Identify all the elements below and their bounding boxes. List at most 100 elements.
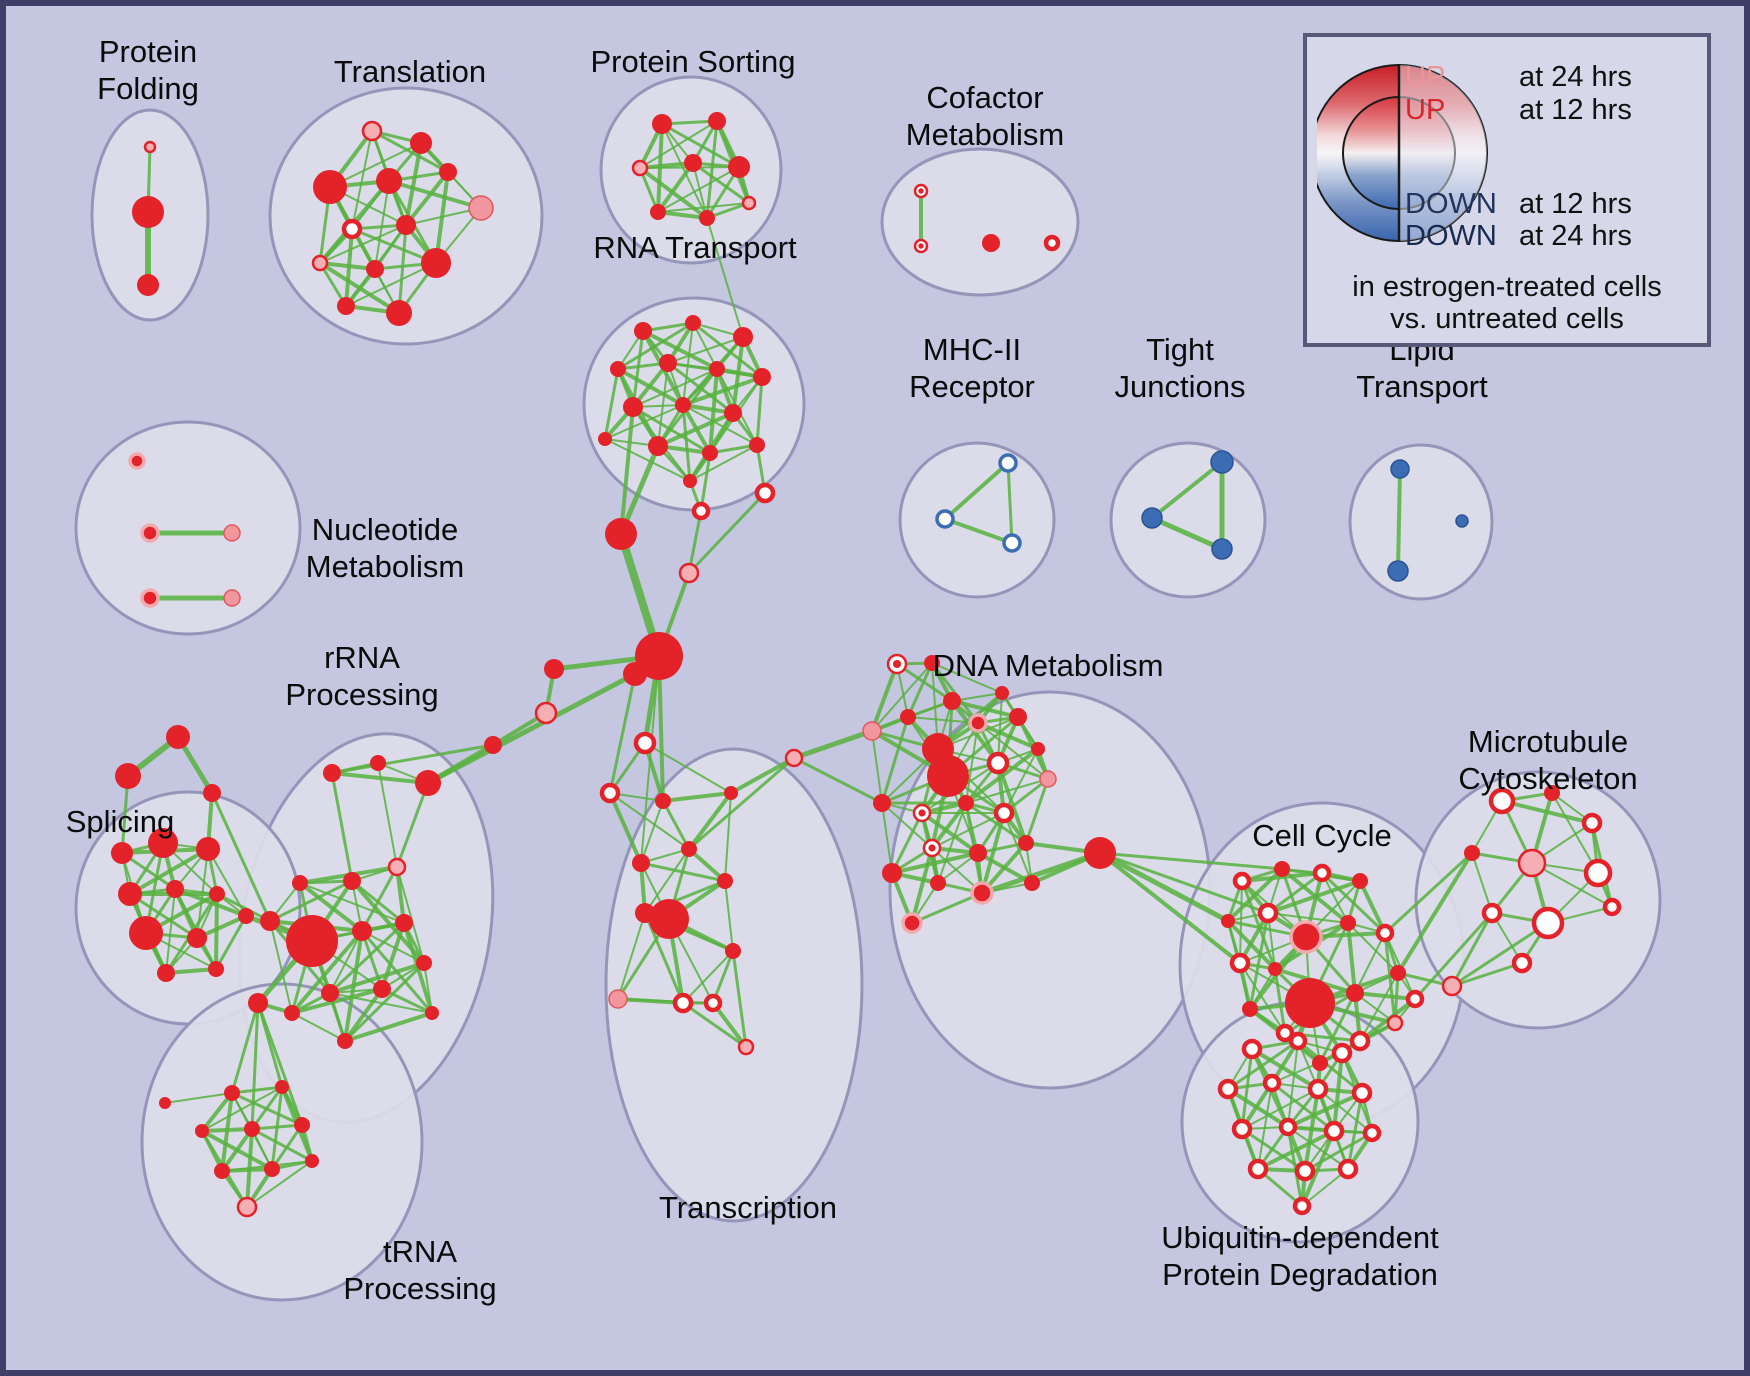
node-tn2 [224,1085,240,1101]
edge-s5-s6 [657,166,740,213]
node-core-dm15 [918,809,926,817]
node-t5 [439,163,457,181]
node-dm13 [1039,770,1057,788]
node-sp6 [209,886,225,902]
edge-rt2-rt4 [616,321,695,371]
node-rr16 [337,1033,353,1049]
edge-tn5-tn6 [250,1123,304,1131]
node-cc13 [1285,978,1335,1028]
node-pf2 [132,196,164,228]
node-s4 [684,154,702,172]
edge-tc3-tc6 [661,799,691,851]
node-ub11 [1362,1123,1382,1143]
node-cc8 [1340,915,1356,931]
node-tn1 [248,993,268,1013]
edge-tc3-tc5 [640,800,664,864]
edge-ub2-ub9 [1287,1040,1299,1128]
cluster-label-rrna-processing: Processing [285,677,438,712]
edge-ub10-ub15 [1300,1129,1336,1208]
node-tc9 [649,899,689,939]
node-dm16 [958,795,974,811]
edge-s1-s7 [661,123,708,219]
node-s7 [699,210,715,226]
cluster-label-mhc-ii-receptor: Receptor [909,369,1035,404]
node-tj1 [1210,450,1234,474]
node-s1 [652,114,672,134]
edge-dm26-cc5 [1097,850,1231,924]
node-tc1 [633,731,657,755]
node-ub13 [1294,1160,1316,1182]
node-cc15 [1242,1001,1258,1017]
edge-cc8-cc14 [1346,921,1357,995]
edge-cc9-mc4 [1383,851,1474,935]
node-dm8 [1009,708,1027,726]
node-mc10 [1511,952,1533,974]
node-mcx [1441,975,1463,997]
edge-rt9-rt15 [681,403,692,483]
edge-cc20-mc7 [1413,911,1494,1001]
node-ub2 [1288,1031,1308,1051]
edge-tc4-tc6 [687,791,733,851]
node-rr3 [415,770,441,796]
node-tc12 [608,989,628,1009]
cluster-label-cofactor-metabolism: Cofactor [926,80,1043,115]
edge-lt1-lt2 [1396,467,1402,573]
edge-rt7-rt9 [681,375,764,407]
node-cc10 [1229,952,1251,974]
node-tn10 [236,1196,258,1218]
edge-rr13-rr16 [291,1012,346,1042]
edge-ub2-ub7 [1296,1039,1364,1095]
edge-dm17-dm24 [1003,812,1033,884]
edge-cn1-cn4 [687,509,703,575]
legend: UP at 24 hrs UP at 12 hrs DOWN at 12 hrs… [1303,33,1711,347]
edge-ub10-ub12 [1256,1129,1336,1171]
node-sp9 [157,964,175,982]
cluster-label-microtubule-cytoskeleton: Microtubule [1468,724,1628,759]
edge-sp4-sp8 [128,892,199,940]
edge-rr12-rr15 [380,987,434,1015]
edge-rr4-rr9 [298,881,364,933]
edge-s4-s6 [656,161,695,214]
edge-sp10-sp11 [214,914,248,971]
node-dm20 [1018,835,1034,851]
edge-rt2-rt9 [682,322,694,406]
edge-tn1-tn5 [250,1001,260,1131]
edge-t11-t12 [345,262,437,307]
edge-mh1-mh2 [943,461,1010,521]
node-cn6 [623,662,647,686]
node-cc14 [1346,984,1364,1002]
edge-tn2-tn3 [230,1085,284,1095]
edge-dm1-dm3 [870,662,899,733]
legend-down-12-time: at 12 hrs [1519,188,1632,220]
node-dm19 [969,844,987,862]
edge-dm14-dm21 [881,802,893,874]
legend-glyph [1317,64,1488,242]
node-lt2 [1387,560,1409,582]
edge-s1-s5 [660,122,741,169]
edge-rr11-rr14 [328,961,426,995]
edge-rr6-rr14 [396,866,425,964]
edge-ub9-ub14 [1287,1126,1349,1170]
edge-s6-s8 [657,202,750,213]
node-core-cm2 [918,243,924,249]
node-tn6 [294,1117,310,1133]
node-cn2 [754,482,776,504]
cluster-trna-processing [140,982,424,1302]
node-s6 [650,204,666,220]
edge-s4-s7 [692,162,708,219]
node-t11 [421,248,451,278]
edge-rr5-rr7 [268,879,354,923]
node-tn4 [195,1124,209,1138]
node-cc9 [1375,923,1395,943]
edge-rt8-cn3 [619,405,635,536]
edge-rt7-rt14 [755,375,764,447]
edge-rt1-rt8 [631,329,645,409]
edge-tc6-tc8 [644,848,690,914]
node-dm2 [924,655,940,671]
edge-s7-rt3 [706,217,744,338]
edge-ub6-ub11 [1317,1088,1373,1134]
node-cn10 [784,748,804,768]
layer-nodes [111,112,1622,1218]
